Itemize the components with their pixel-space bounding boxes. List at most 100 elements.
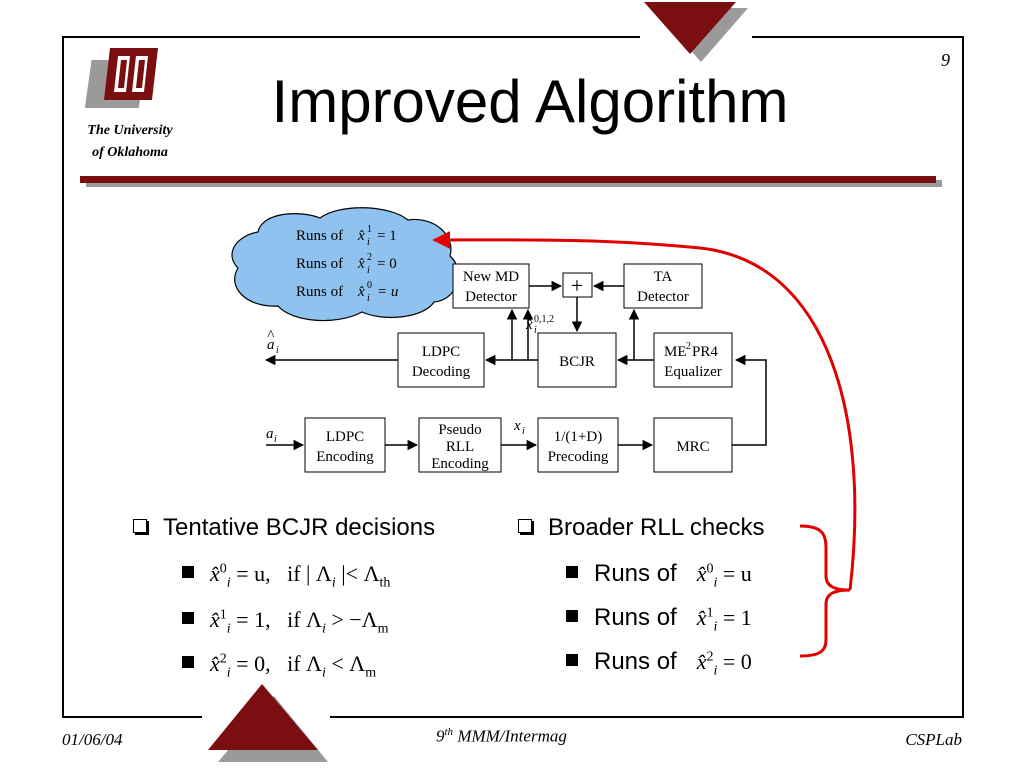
left-item-1: x̂0i = u, if | Λi |< Λth xyxy=(182,560,390,591)
right-item-3-math: x̂2i = 0 xyxy=(696,649,752,679)
ldpc-enc-label-1: LDPC xyxy=(326,429,364,445)
cloud-xhat-3: x̂ xyxy=(357,284,365,300)
ldpc-decoding-box xyxy=(397,332,485,388)
equalizer-box xyxy=(653,332,733,388)
ta-label-1: TA xyxy=(654,269,673,285)
footer-center-sup: th xyxy=(444,726,454,738)
runs-cloud xyxy=(231,207,459,322)
x-in-sub: i xyxy=(522,426,525,437)
cloud-sup-1: 1 xyxy=(367,224,372,235)
square-bullet-icon xyxy=(182,566,194,578)
ldpc-enc-label-2: Encoding xyxy=(316,449,374,465)
pseudo-label-2: RLL xyxy=(446,439,474,455)
cloud-sup-3: 0 xyxy=(367,280,372,291)
cloud-xhat-1: x̂ xyxy=(357,228,365,244)
ldpc-dec-label-2: Decoding xyxy=(412,364,471,380)
frame-bottom-left xyxy=(62,716,202,718)
frame-top-left xyxy=(62,36,640,38)
hollow-square-bullet-icon xyxy=(133,519,147,533)
cloud-sub-3: i xyxy=(367,293,370,304)
footer-right: CSPLab xyxy=(905,730,962,749)
x-hat-sub: i xyxy=(534,325,537,336)
x-hat-sup: 0,1,2 xyxy=(534,314,554,325)
square-bullet-icon xyxy=(566,610,578,622)
frame-top-right xyxy=(752,36,964,38)
mrc-box xyxy=(653,417,733,473)
right-header-text: Broader RLL checks xyxy=(548,514,765,541)
precoding-label-2: Precoding xyxy=(548,449,609,465)
plus-box xyxy=(562,272,593,298)
left-bullet-header: Tentative BCJR decisions xyxy=(133,514,435,542)
frame-bottom-right xyxy=(330,716,964,718)
ldpc-dec-label-1: LDPC xyxy=(422,344,460,360)
equalizer-label-me: ME xyxy=(664,344,687,360)
left-item-1-math: x̂0i = u, if | Λi |< Λth xyxy=(210,561,391,591)
bottom-triangle xyxy=(208,684,318,750)
header-bar xyxy=(80,176,936,183)
left-item-2: x̂1i = 1, if Λi > −Λm xyxy=(182,606,389,637)
right-item-2-math: x̂1i = 1 xyxy=(696,605,752,635)
cloud-eq-3: = u xyxy=(377,284,398,300)
a-hat-label: a xyxy=(267,337,275,353)
university-line-2: of Oklahoma xyxy=(92,145,168,160)
ta-label-2: Detector xyxy=(637,289,689,305)
right-item-3: Runs of x̂2i = 0 xyxy=(566,648,752,679)
a-hat-sub: i xyxy=(276,345,279,356)
hollow-square-bullet-icon xyxy=(518,519,532,533)
cloud-sub-2: i xyxy=(367,265,370,276)
cloud-sub-1: i xyxy=(367,237,370,248)
plus-label: + xyxy=(571,273,583,298)
footer-center: 9th MMM/Intermag xyxy=(436,726,567,747)
cloud-runs-label-2: Runs of xyxy=(296,256,343,272)
left-item-2-math: x̂1i = 1, if Λi > −Λm xyxy=(210,607,389,637)
footer-date: 01/06/04 xyxy=(62,730,123,749)
square-bullet-icon xyxy=(182,656,194,668)
equalizer-label-pr4: PR4 xyxy=(692,344,718,360)
equalizer-label-2: Equalizer xyxy=(664,364,721,380)
new-md-label-1: New MD xyxy=(463,269,519,285)
pseudo-label-1: Pseudo xyxy=(438,422,481,438)
red-feedback-arrow xyxy=(432,230,857,591)
right-item-1: Runs of x̂0i = u xyxy=(566,560,752,591)
cloud-eq-1: = 1 xyxy=(377,228,397,244)
left-header-text: Tentative BCJR decisions xyxy=(163,514,436,541)
footer-center-num: 9 xyxy=(436,726,445,746)
new-md-detector-box xyxy=(452,263,530,309)
a-in-label: a xyxy=(266,426,274,442)
cloud-runs-label-3: Runs of xyxy=(296,284,343,300)
cloud-sup-2: 2 xyxy=(367,252,372,263)
frame-right xyxy=(962,36,964,716)
page-number: 9 xyxy=(941,50,950,70)
new-md-label-2: Detector xyxy=(465,289,517,305)
cloud-eq-2: = 0 xyxy=(377,256,397,272)
right-item-2: Runs of x̂1i = 1 xyxy=(566,604,752,635)
ldpc-encoding-box xyxy=(304,417,386,473)
equalizer-label-sup: 2 xyxy=(686,341,691,352)
top-triangle xyxy=(644,2,736,54)
page-title: Improved Algorithm xyxy=(271,68,789,135)
square-bullet-icon xyxy=(566,566,578,578)
left-item-3: x̂2i = 0, if Λi < Λm xyxy=(182,650,376,681)
right-bullet-header: Broader RLL checks xyxy=(518,514,765,542)
ta-detector-box xyxy=(623,263,703,309)
precoding-box xyxy=(537,417,619,473)
a-hat-mark: ^ xyxy=(267,328,275,344)
square-bullet-icon xyxy=(566,654,578,666)
x-hat-label: x̂ xyxy=(525,317,533,333)
right-item-3-label: Runs of xyxy=(594,648,677,675)
bcjr-label: BCJR xyxy=(559,354,595,370)
university-line-1: The University xyxy=(87,123,173,138)
a-in-sub: i xyxy=(274,434,277,445)
mrc-label: MRC xyxy=(676,439,709,455)
cloud-xhat-2: x̂ xyxy=(357,256,365,272)
right-item-1-label: Runs of xyxy=(594,560,677,587)
left-item-3-math: x̂2i = 0, if Λi < Λm xyxy=(210,651,377,681)
header-bar-shadow xyxy=(86,180,942,187)
footer-center-main: MMM/Intermag xyxy=(457,726,567,746)
frame-left xyxy=(62,36,64,716)
bcjr-box xyxy=(537,332,617,388)
square-bullet-icon xyxy=(182,612,194,624)
